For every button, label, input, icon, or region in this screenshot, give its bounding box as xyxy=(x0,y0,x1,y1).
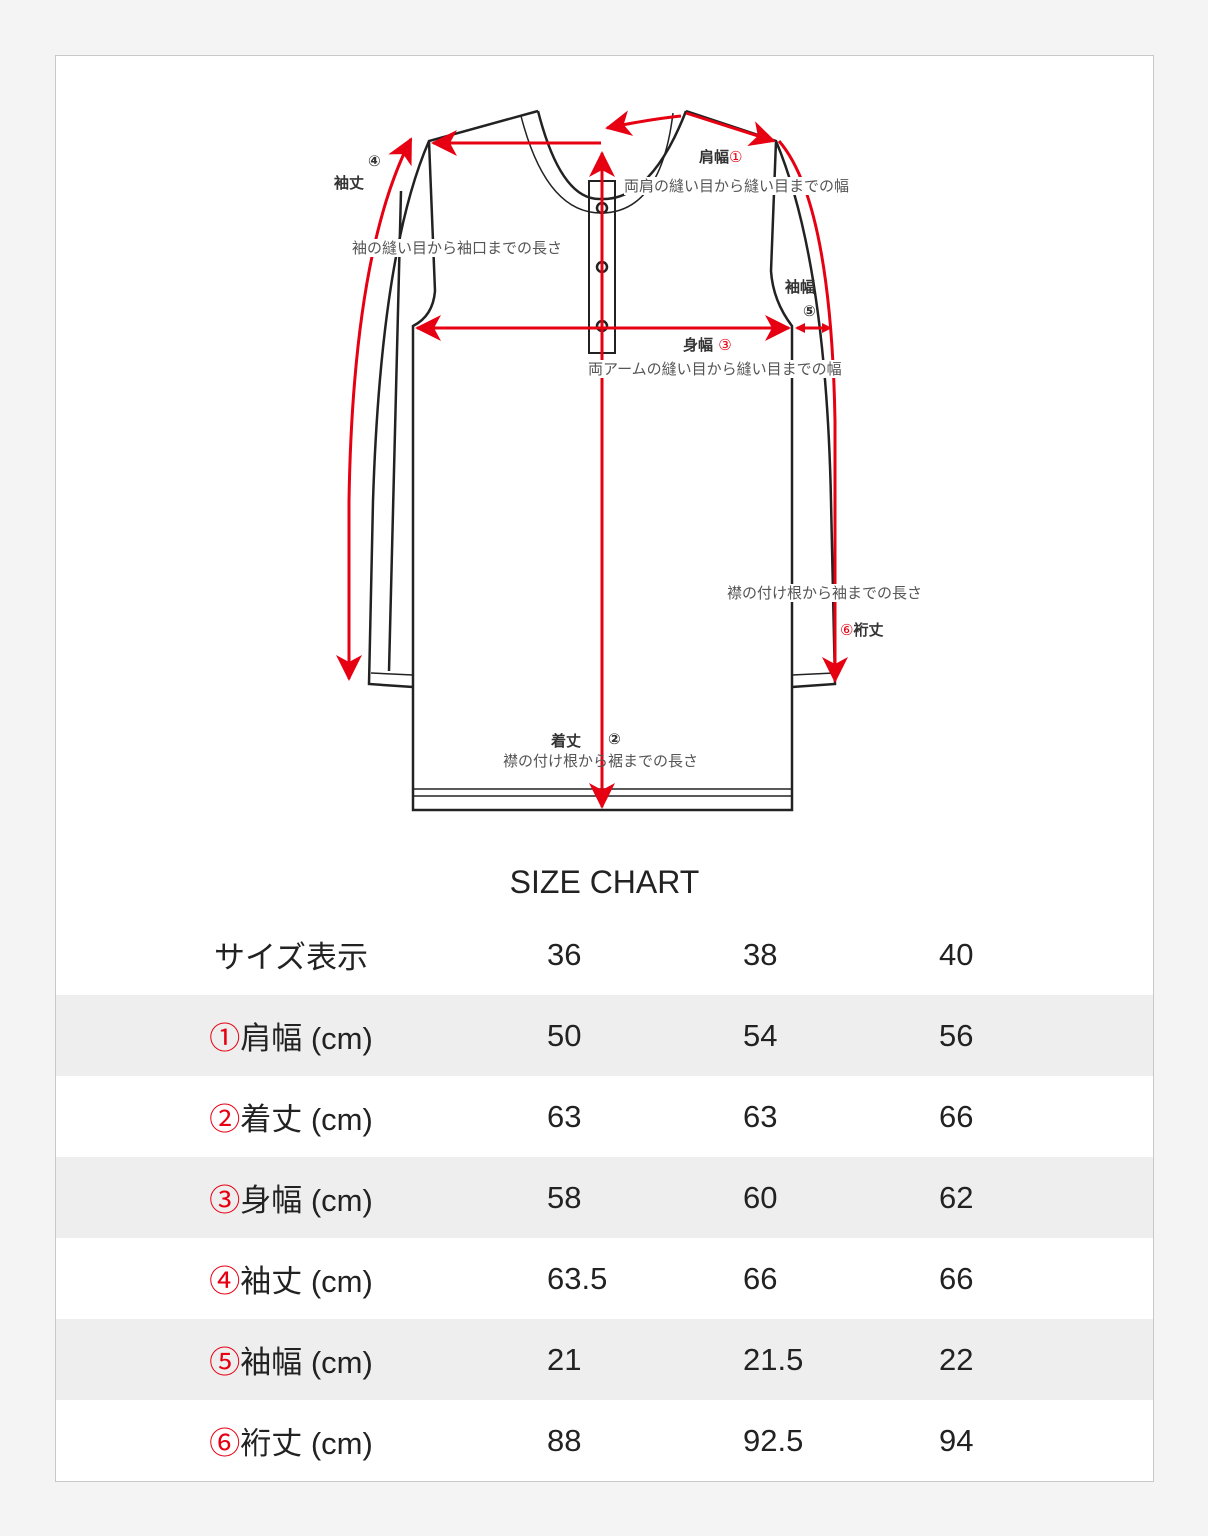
table-row: ⑤袖幅 (cm) 21 21.5 22 xyxy=(56,1319,1153,1400)
cell: 22 xyxy=(939,1341,974,1377)
cell: 92.5 xyxy=(743,1422,804,1458)
length-label: 着丈 xyxy=(551,732,582,750)
yuki-desc: 襟の付け根から袖までの長さ xyxy=(727,584,923,602)
table-header-row: サイズ表示 36 38 40 xyxy=(56,914,1153,995)
cell: 56 xyxy=(939,1017,974,1053)
row-label: ①肩幅 (cm) xyxy=(209,1021,373,1056)
body-width-label: 身幅 ③ xyxy=(683,336,732,354)
sleeve-width-label: 袖幅 xyxy=(785,278,816,296)
row-label: ⑤袖幅 (cm) xyxy=(209,1345,373,1380)
cell: 66 xyxy=(939,1098,974,1134)
cell: 58 xyxy=(547,1179,582,1215)
yuki-label: ⑥裄丈 xyxy=(840,621,884,639)
cell: 88 xyxy=(547,1422,582,1458)
sleeve-length-num: ④ xyxy=(368,152,381,170)
table-row: ③身幅 (cm) 58 60 62 xyxy=(56,1157,1153,1238)
size-table: サイズ表示 36 38 40 ①肩幅 (cm) 50 54 56 ②着丈 (cm… xyxy=(56,914,1153,1481)
cell: 63 xyxy=(743,1098,778,1134)
cell: 21 xyxy=(547,1341,582,1377)
cell: 21.5 xyxy=(743,1341,804,1377)
size-40: 40 xyxy=(939,936,974,972)
table-row: ④袖丈 (cm) 63.5 66 66 xyxy=(56,1238,1153,1319)
cell: 50 xyxy=(547,1017,582,1053)
sleeve-width-num: ⑤ xyxy=(803,302,816,320)
cell: 66 xyxy=(939,1260,974,1296)
cell: 62 xyxy=(939,1179,974,1215)
table-row: ⑥裄丈 (cm) 88 92.5 94 xyxy=(56,1400,1153,1481)
row-label: ④袖丈 (cm) xyxy=(209,1264,373,1299)
cell: 63.5 xyxy=(547,1260,608,1296)
row-label: ⑥裄丈 (cm) xyxy=(209,1426,373,1461)
table-row: ②着丈 (cm) 63 63 66 xyxy=(56,1076,1153,1157)
shirt-diagram xyxy=(336,109,848,812)
body-width-desc: 両アームの縫い目から縫い目までの幅 xyxy=(588,360,842,378)
length-num: ② xyxy=(608,730,621,748)
size-36: 36 xyxy=(547,936,582,972)
cell: 94 xyxy=(939,1422,974,1458)
cell: 54 xyxy=(743,1017,778,1053)
cell: 66 xyxy=(743,1260,778,1296)
sleeve-length-desc: 袖の縫い目から袖口までの長さ xyxy=(352,239,563,257)
cell: 63 xyxy=(547,1098,582,1134)
size-chart-title: SIZE CHART xyxy=(509,864,700,900)
row-label: ③身幅 (cm) xyxy=(209,1183,373,1218)
size-38: 38 xyxy=(743,936,778,972)
size-chart-card: 肩幅① 両肩の縫い目から縫い目までの幅 ④ 袖丈 袖の縫い目から袖口までの長さ … xyxy=(55,55,1154,1482)
length-desc: 襟の付け根から裾までの長さ xyxy=(503,752,699,770)
header-label: サイズ表示 xyxy=(213,940,369,975)
row-label: ②着丈 (cm) xyxy=(209,1102,373,1137)
sleeve-length-label: 袖丈 xyxy=(334,174,365,192)
shoulder-label: 肩幅① xyxy=(699,148,743,166)
cell: 60 xyxy=(743,1179,778,1215)
table-row: ①肩幅 (cm) 50 54 56 xyxy=(56,995,1153,1076)
shoulder-desc: 両肩の縫い目から縫い目までの幅 xyxy=(624,177,850,195)
measurement-arrows xyxy=(336,110,848,809)
